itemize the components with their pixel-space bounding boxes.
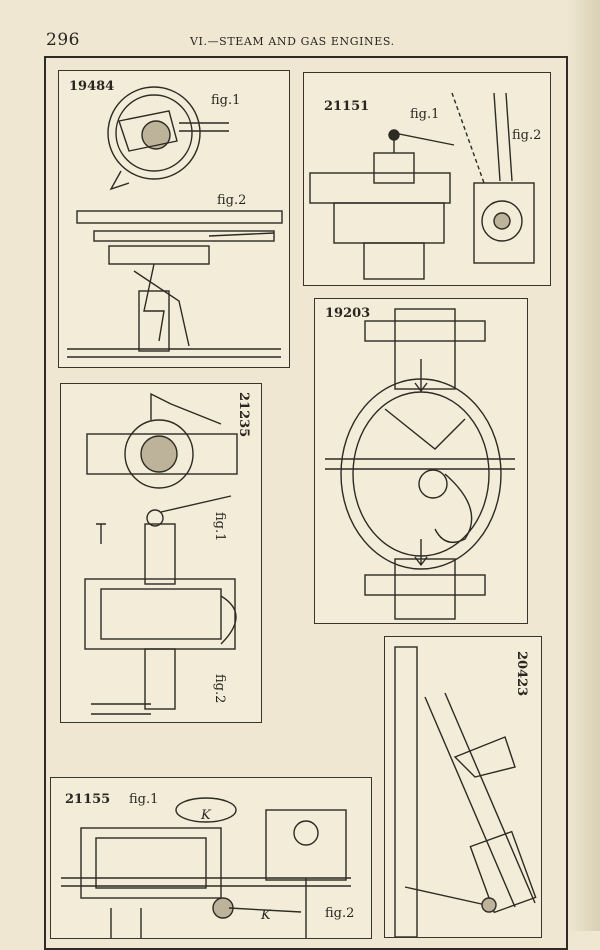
fig-label: fig.2 <box>325 906 355 921</box>
drawing-slide-valve <box>309 92 535 280</box>
drawing-coupled-cylinders <box>84 392 238 715</box>
fig-label: fig.1 <box>212 512 227 542</box>
page-number: 296 <box>46 30 80 50</box>
fig-label: fig.2 <box>512 128 542 143</box>
panel-number: 21235 <box>236 392 251 438</box>
drawing-inclined-engine <box>394 646 537 937</box>
page-edge <box>568 0 600 931</box>
panel-number: 19484 <box>69 79 115 94</box>
panel-21235: 21235 fig.1 fig.2 <box>60 383 262 723</box>
fig-label: fig.1 <box>211 93 241 108</box>
panel-number: 21151 <box>324 99 370 114</box>
panel-21155: 21155 fig.1 fig.2 K K <box>50 777 372 939</box>
panel-number: 20423 <box>514 651 529 697</box>
fig-label: fig.2 <box>212 674 227 704</box>
drawing-valve-gear <box>67 86 283 358</box>
part-letter: K <box>201 808 211 823</box>
fig-label: fig.1 <box>129 792 159 807</box>
fig-label: fig.1 <box>410 107 440 122</box>
panel-19203: 19203 <box>314 298 528 624</box>
panel-19484: 19484 fig.1 fig.2 <box>58 70 290 368</box>
part-letter: K <box>261 908 271 923</box>
drawing-engine-side <box>61 797 351 938</box>
panel-number: 21155 <box>65 792 111 807</box>
panel-20423: 20423 <box>384 636 542 938</box>
fig-label: fig.2 <box>217 193 247 208</box>
panel-21151: 21151 fig.1 fig.2 <box>303 72 551 286</box>
panel-number: 19203 <box>325 306 371 321</box>
running-title: VI.—STEAM AND GAS ENGINES. <box>190 35 395 48</box>
drawing-check-valve <box>325 308 515 620</box>
